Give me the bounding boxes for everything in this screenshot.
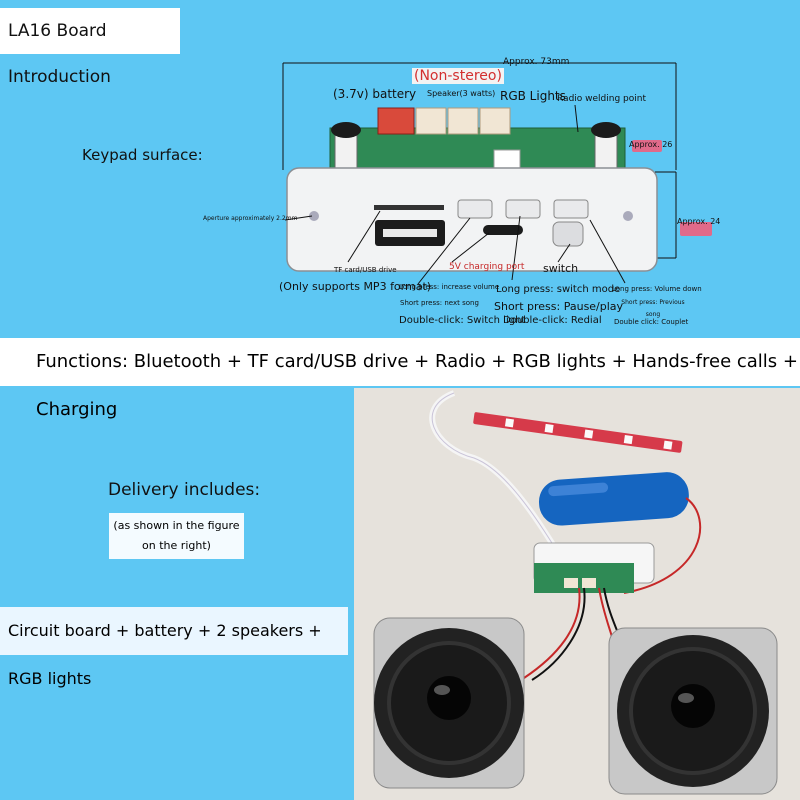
product-photo: [354, 388, 800, 800]
right-speaker: [608, 627, 778, 795]
next-song-label: Short press: next song: [400, 299, 479, 307]
switch-light-label: Double-click: Switch light: [399, 315, 526, 326]
charging-port-label: 5V charging port: [449, 262, 525, 272]
speaker-label: Speaker(3 watts): [427, 89, 496, 98]
volume-up-label: Long press: increase volume: [399, 283, 500, 291]
radio-label: Radio welding point: [557, 94, 646, 104]
rgb-label: RGB Lights: [500, 89, 566, 103]
switch-label: switch: [543, 262, 579, 275]
redial-label: Double-click: Redial: [503, 315, 602, 326]
non-stereo-label: (Non-stereo): [412, 68, 504, 84]
delivery-note: (as shown in the figure on the right): [109, 513, 244, 559]
width-dimension-label: Approx. 73mm: [503, 57, 570, 67]
functions-banner: Functions: Bluetooth + TF card/USB drive…: [0, 338, 800, 420]
height-24-label: Approx. 24: [677, 217, 721, 226]
battery-label: (3.7v) battery: [333, 87, 417, 101]
delivery-note-line2: on the right): [142, 539, 211, 552]
pin-header-icon: [632, 140, 712, 236]
kit-contents: Circuit board + battery + 2 speakers + R…: [0, 607, 348, 688]
keypad-surface-label: Keypad surface:: [82, 146, 203, 164]
page-title: LA16 Board Introduction: [0, 8, 180, 87]
tf-usb-label: TF card/USB drive: [334, 266, 397, 274]
height-26-label: Approx. 26: [629, 140, 673, 149]
delivery-title: Delivery includes:: [108, 480, 261, 500]
previous-song-label: Short press: Previous song: [621, 299, 685, 318]
mp3-only-label: (Only supports MP3 format): [279, 280, 432, 293]
battery: [538, 472, 689, 526]
rgb-strip: [473, 412, 683, 453]
aperture-label: Aperture approximately 2.2mm: [203, 215, 298, 222]
pause-play-label: Short press: Pause/play: [494, 300, 624, 313]
delivery-note-line1: (as shown in the figure: [113, 519, 240, 532]
volume-down-label: Long press: Volume down: [612, 285, 702, 293]
couplet-label: Double click: Couplet: [614, 318, 689, 326]
left-speaker: [373, 617, 525, 789]
switch-mode-label: Long press: switch mode: [496, 284, 621, 295]
board-diagram: [282, 62, 712, 285]
